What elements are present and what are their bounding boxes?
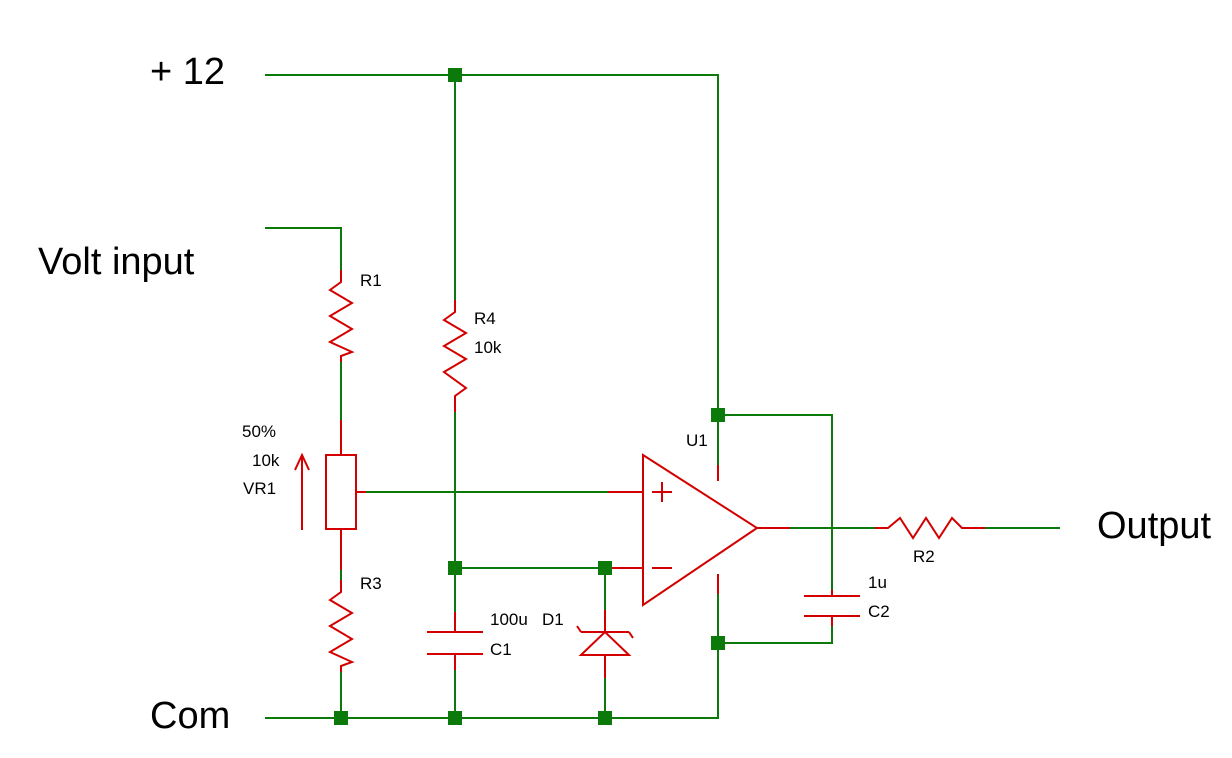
- r2-label: R2: [913, 547, 935, 566]
- c2-label: C2: [868, 602, 890, 621]
- r4-value: 10k: [474, 338, 502, 357]
- u1-label: U1: [686, 431, 708, 450]
- resistor-r2: [875, 516, 985, 540]
- supply-label: + 12: [150, 51, 225, 93]
- resistor-r3: [327, 580, 355, 672]
- capacitor-c2: [804, 590, 860, 626]
- junction-node: [711, 408, 725, 422]
- resistor-r1: [327, 270, 355, 362]
- r4-label: R4: [474, 309, 496, 328]
- junction-node: [598, 711, 612, 725]
- common-label: Com: [150, 695, 230, 737]
- labels: + 12 Volt input Com Output R1 R4 10k R3 …: [38, 51, 1212, 737]
- capacitor-c1: [427, 612, 483, 670]
- components: [294, 270, 985, 678]
- wire-c2-top: [718, 414, 833, 590]
- junction-node: [448, 561, 462, 575]
- potentiometer-vr1: [294, 420, 366, 570]
- wires: [265, 74, 1060, 719]
- vr1-value: 10k: [252, 451, 280, 470]
- vr1-setting: 50%: [242, 422, 276, 441]
- junction-node: [598, 561, 612, 575]
- d1-label: D1: [542, 610, 564, 629]
- plus-icon: [652, 482, 672, 502]
- junction-node: [711, 636, 725, 650]
- wire-common-rail: [265, 643, 719, 719]
- c2-value: 1u: [868, 573, 887, 592]
- output-label: Output: [1097, 505, 1212, 547]
- wire-volt-input: [265, 227, 342, 270]
- resistor-r4: [442, 300, 468, 412]
- wire-supply-rail: [265, 74, 719, 415]
- r3-label: R3: [360, 574, 382, 593]
- volt-input-label: Volt input: [38, 241, 195, 283]
- junctions: [334, 68, 725, 725]
- c1-label: C1: [490, 640, 512, 659]
- wire-c2-bottom: [718, 626, 833, 644]
- zener-diode-d1: [576, 610, 634, 678]
- c1-value: 100u: [490, 610, 528, 629]
- arrow-up-icon: [294, 452, 310, 530]
- opamp-u1: [608, 453, 790, 607]
- junction-node: [448, 68, 462, 82]
- r1-label: R1: [360, 271, 382, 290]
- junction-node: [334, 711, 348, 725]
- junction-node: [448, 711, 462, 725]
- vr1-label: VR1: [243, 479, 276, 498]
